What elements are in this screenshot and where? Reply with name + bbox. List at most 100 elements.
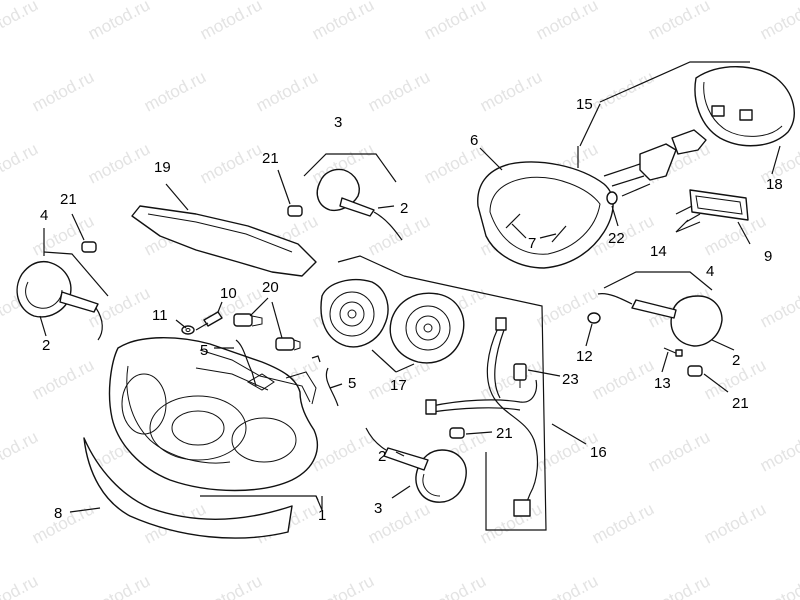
callout-11: 11 (152, 307, 168, 324)
watermark-text: motod.ru (645, 571, 713, 600)
dashboard-housing (477, 161, 614, 269)
leader-lines (39, 61, 781, 531)
license-plate-light (675, 189, 749, 223)
watermark-text: motod.ru (197, 0, 265, 44)
reflector-17-b (389, 292, 465, 364)
callout-2-left: 2 (42, 337, 50, 354)
callout-2-top: 2 (400, 200, 408, 217)
callout-15: 15 (576, 96, 593, 113)
watermark-text: motod.ru (757, 0, 800, 44)
watermark-text: motod.ru (757, 571, 800, 600)
bulb-21-mid (449, 427, 465, 439)
callout-2-bottom: 2 (378, 448, 386, 465)
watermark-text: motod.ru (477, 355, 545, 403)
watermark-text: motod.ru (0, 571, 41, 600)
watermark-text: motod.ru (701, 499, 769, 547)
watermark-text: motod.ru (197, 571, 265, 600)
watermark-text: motod.ru (29, 499, 97, 547)
clip-5-left (235, 339, 257, 387)
callout-9: 9 (764, 248, 772, 265)
callout-labels: 1 2 2 2 2 3 3 4 4 5 5 6 7 8 9 10 11 12 1… (40, 96, 783, 524)
watermark-text: motod.ru (645, 0, 713, 44)
washer-11 (181, 325, 195, 335)
clip-5-right (325, 367, 339, 407)
callout-4-left: 4 (40, 207, 48, 224)
bulb-21-top (287, 205, 303, 217)
callout-5-left: 5 (200, 342, 208, 359)
watermark-text: motod.ru (757, 283, 800, 331)
callout-8: 8 (54, 505, 62, 522)
watermark-text: motod.ru (0, 0, 41, 44)
watermark-text: motod.ru (309, 0, 377, 44)
plate-bracket (603, 129, 707, 205)
callout-3-top: 3 (334, 114, 342, 131)
watermark-text: motod.ru (309, 427, 377, 475)
nut-12 (587, 312, 601, 324)
callout-6: 6 (470, 132, 478, 149)
callout-18: 18 (766, 176, 783, 193)
callout-16: 16 (590, 444, 607, 461)
watermark-text: motod.ru (589, 499, 657, 547)
callout-2-right: 2 (732, 352, 740, 369)
callout-20: 20 (262, 279, 279, 296)
watermark-text: motod.ru (477, 499, 545, 547)
callout-17: 17 (390, 377, 407, 394)
callout-21-left: 21 (60, 191, 77, 208)
callout-14: 14 (650, 243, 667, 260)
watermark-text: motod.ru (589, 355, 657, 403)
screw-13 (663, 347, 683, 357)
watermark-text: motod.ru (253, 67, 321, 115)
callout-21-mid: 21 (496, 425, 513, 442)
watermark-text: motod.ru (477, 67, 545, 115)
watermark-text: motod.ru (309, 571, 377, 600)
watermark-text: motod.ru (85, 0, 153, 44)
watermark-text: motod.ru (29, 355, 97, 403)
callout-5-right: 5 (348, 375, 356, 392)
watermark-text: motod.ru (365, 67, 433, 115)
callout-1: 1 (318, 507, 326, 524)
headlight-lens-strip (83, 437, 293, 539)
watermark-text: motod.ru (757, 427, 800, 475)
turn-signal-top (316, 168, 403, 241)
callout-7: 7 (528, 235, 536, 252)
callout-13: 13 (654, 375, 671, 392)
bulb-20-a (233, 313, 263, 327)
watermark-text: motod.ru (421, 139, 489, 187)
watermark-text: motod.ru (421, 571, 489, 600)
callout-21-right: 21 (732, 395, 749, 412)
callout-21-top: 21 (262, 150, 279, 167)
connector-23 (513, 363, 527, 388)
watermark-text: motod.ru (85, 571, 153, 600)
watermark-text: motod.ru (0, 139, 41, 187)
tail-light (694, 66, 795, 147)
watermark-text: motod.ru (0, 427, 41, 475)
watermark-text: motod.ru (645, 427, 713, 475)
wiring-harness (425, 317, 539, 517)
callout-22: 22 (608, 230, 625, 247)
callout-3-bottom: 3 (374, 500, 382, 517)
watermark-text: motod.ru (421, 0, 489, 44)
turn-signal-right (597, 293, 723, 347)
watermark-text: motod.ru (85, 139, 153, 187)
callout-12: 12 (576, 348, 593, 365)
callout-19: 19 (154, 159, 171, 176)
watermark-text: motod.ru (197, 139, 265, 187)
bulb-21-right (687, 365, 703, 377)
callout-4-right: 4 (706, 263, 714, 280)
bulb-21-left (81, 241, 97, 253)
reflector-17-a (320, 278, 389, 348)
watermark-text: motod.ru (533, 571, 601, 600)
bulb-20-b (275, 337, 301, 351)
visor-trim (131, 205, 317, 277)
watermark-text: motod.ru (141, 67, 209, 115)
headlight-assembly (108, 337, 318, 492)
turn-signal-bottom (365, 427, 467, 503)
screw-10 (195, 311, 223, 331)
callout-23: 23 (562, 371, 579, 388)
watermark-text: motod.ru (29, 67, 97, 115)
watermark-text: motod.ru (533, 283, 601, 331)
callout-10: 10 (220, 285, 237, 302)
turn-signal-left (16, 260, 103, 341)
watermark-text: motod.ru (533, 0, 601, 44)
